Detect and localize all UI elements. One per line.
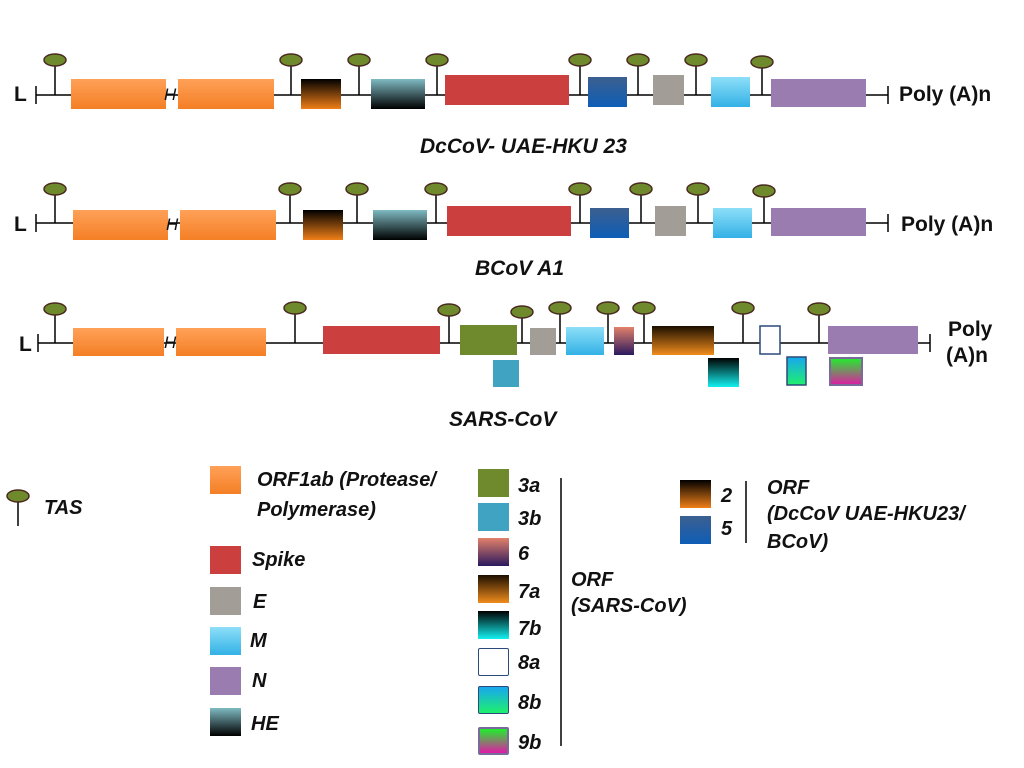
legend-orf8a-label: 8a — [518, 652, 541, 674]
legend-n-label: N — [252, 670, 267, 692]
track2-break-mark: H — [166, 215, 179, 234]
legend-orf9b-swatch — [478, 727, 509, 755]
n-box — [828, 326, 918, 354]
n-box — [771, 208, 866, 236]
orf1a-box — [73, 328, 164, 356]
track3-title: SARS-CoV — [449, 408, 557, 431]
orf3b-box — [493, 360, 519, 387]
he-box — [371, 79, 425, 109]
legend-orf3a-label: 3a — [518, 475, 541, 497]
tas-markers — [43, 53, 774, 95]
track3-right-label-line2: (A)n — [946, 344, 988, 367]
tas-markers — [43, 301, 831, 343]
legend-n-swatch — [210, 667, 241, 695]
orf5-box — [588, 77, 627, 107]
spike-box — [447, 206, 571, 236]
legend-bcov-group-label-line1: ORF — [767, 477, 810, 499]
n-box — [771, 79, 866, 107]
tas-markers — [43, 182, 776, 223]
orf2-box — [301, 79, 341, 109]
spike-box — [445, 75, 569, 105]
m-box — [566, 327, 604, 355]
orf5-box — [590, 208, 629, 238]
orf1b-box — [176, 328, 266, 356]
legend-orf3b-swatch — [478, 503, 509, 531]
e-box — [655, 206, 686, 236]
legend-bcov-group-label-line3: BCoV) — [767, 531, 829, 553]
track1-left-label: L — [14, 83, 27, 106]
orf8b-box — [786, 356, 807, 386]
orf1a-box — [73, 210, 168, 240]
legend-orf7a-label: 7a — [518, 581, 541, 603]
legend-sars-group-label-line1: ORF — [571, 569, 614, 591]
e-box — [530, 328, 556, 355]
track1-break-mark: H — [164, 85, 177, 104]
legend-m-label: M — [250, 630, 267, 652]
orf7a-box — [652, 326, 714, 355]
orf3a-box — [460, 325, 517, 355]
track3-right-label-line1: Poly — [948, 318, 993, 341]
track2-right-label: Poly (A)n — [901, 213, 994, 236]
orf6-box — [614, 327, 634, 355]
legend-orf7b-swatch — [478, 611, 509, 639]
orf1b-box — [178, 79, 274, 109]
orf7b-box — [708, 358, 739, 387]
orf8a-box — [759, 325, 781, 355]
track1-right-label: Poly (A)n — [899, 83, 992, 106]
legend-he-label: HE — [251, 713, 279, 735]
legend-spike-swatch — [210, 546, 241, 574]
legend-orf3b-label: 3b — [518, 508, 542, 530]
legend-orf7a-swatch — [478, 575, 509, 603]
track-sars — [37, 301, 931, 387]
legend-orf2-label: 2 — [721, 485, 733, 507]
he-box — [373, 210, 427, 240]
track2-title: BCoV A1 — [475, 257, 565, 280]
legend-orf1ab-label-line2: Polymerase) — [257, 499, 376, 521]
orf1b-box — [180, 210, 276, 240]
orf1a-box — [71, 79, 166, 109]
legend-bcov-group-label-line2: (DcCoV UAE-HKU23/ — [767, 503, 965, 525]
track3-left-label: L — [19, 333, 32, 356]
legend-orf5-label: 5 — [721, 518, 733, 540]
track-dccov — [35, 53, 889, 109]
legend-tas-label: TAS — [44, 497, 83, 519]
track-bcov — [35, 182, 889, 240]
legend-orf7b-label: 7b — [518, 618, 542, 640]
track3-break-mark: H — [164, 333, 177, 352]
orf9b-box — [829, 357, 863, 386]
legend-orf9b-label: 9b — [518, 732, 542, 754]
legend-orf5-swatch — [680, 516, 711, 544]
spike-box — [323, 326, 440, 354]
legend-e-label: E — [253, 591, 267, 613]
legend-orf8b-label: 8b — [518, 692, 542, 714]
m-box — [711, 77, 750, 107]
legend-m-swatch — [210, 627, 241, 655]
legend-sars-group-label-line2: (SARS-CoV) — [571, 595, 687, 617]
m-box — [713, 208, 752, 238]
legend-tas-symbol — [6, 489, 30, 526]
legend-orf1ab-swatch — [210, 466, 241, 494]
track1-title: DcCoV- UAE-HKU 23 — [420, 135, 627, 158]
orf2-box — [303, 210, 343, 240]
legend-orf3a-swatch — [478, 469, 509, 497]
legend-orf2-swatch — [680, 480, 711, 508]
legend-spike-label: Spike — [252, 549, 306, 571]
legend-orf8a-swatch — [478, 648, 509, 676]
legend-orf8b-swatch — [478, 686, 509, 714]
legend-he-swatch — [210, 708, 241, 736]
legend-e-swatch — [210, 587, 241, 615]
legend-orf6-label: 6 — [518, 543, 530, 565]
e-box — [653, 75, 684, 105]
legend-orf1ab-label-line1: ORF1ab (Protease/ — [257, 469, 436, 491]
legend-orf6-swatch — [478, 538, 509, 566]
track2-left-label: L — [14, 213, 27, 236]
